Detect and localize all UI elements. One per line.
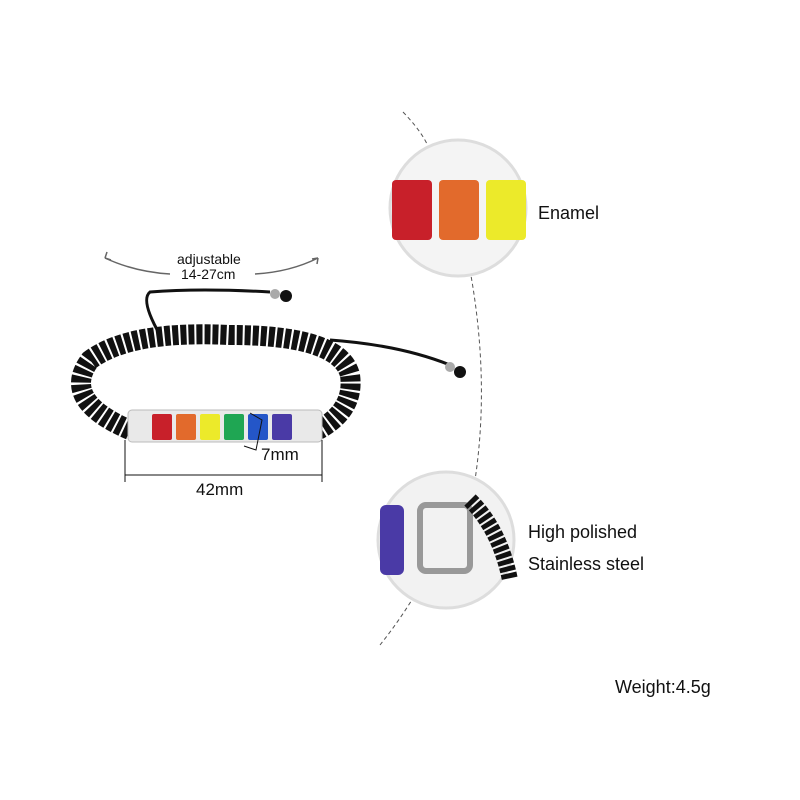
width-label: 7mm <box>261 445 299 464</box>
enamel-stripe <box>200 414 220 440</box>
arrow-right-icon <box>254 257 319 275</box>
enamel-label: Enamel <box>538 203 600 223</box>
enamel-stripe <box>248 414 268 440</box>
zoomed-enamel-stripe <box>486 180 526 240</box>
enamel-stripe <box>176 414 196 440</box>
range-label: 14-27cm <box>181 266 236 282</box>
enamel-stripe <box>152 414 172 440</box>
adjustable-label: adjustable <box>177 251 241 267</box>
weight-label: Weight:4.5g <box>615 677 711 697</box>
length-label: 42mm <box>196 480 244 499</box>
braided-cord <box>71 324 361 440</box>
enamel-stripe <box>272 414 292 440</box>
enamel-stripe <box>224 414 244 440</box>
zoomed-enamel-stripe <box>439 180 479 240</box>
arrow-left-icon <box>104 257 171 275</box>
zoomed-enamel-stripe <box>392 180 432 240</box>
polished-label: High polished <box>528 522 638 542</box>
steel-label: Stainless steel <box>528 554 645 574</box>
